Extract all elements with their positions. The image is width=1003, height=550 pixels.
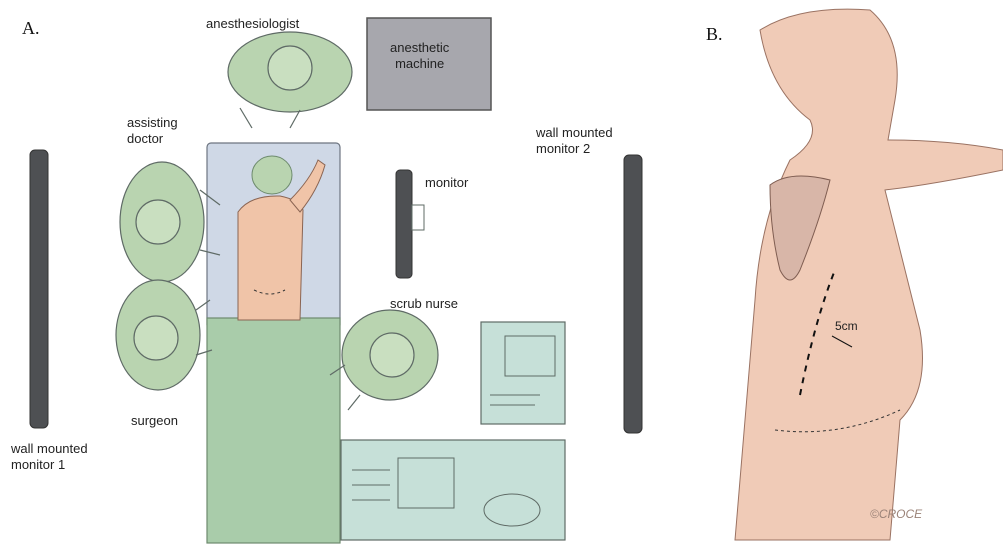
label-scrub-nurse: scrub nurse — [390, 296, 458, 312]
anesthetic-machine-line1: anesthetic — [390, 40, 449, 56]
assisting-doctor-figure — [120, 162, 220, 282]
label-anesthetic-machine: anesthetic machine — [390, 40, 449, 72]
surgeon-figure — [116, 280, 212, 390]
anesthetic-machine-line2: machine — [390, 56, 449, 72]
instrument-table-small — [481, 322, 565, 424]
label-monitor: monitor — [425, 175, 468, 191]
label-anesthesiologist: anesthesiologist — [206, 16, 299, 32]
assisting-doctor-line1: assisting — [127, 115, 178, 131]
patient-lateral-illustration — [735, 9, 1003, 540]
wall-monitor-2-line2: monitor 2 — [536, 141, 613, 157]
label-wall-monitor-1: wall mounted monitor 1 — [11, 441, 88, 473]
wall-monitor-2-line1: wall mounted — [536, 125, 613, 141]
wall-monitor-1-line1: wall mounted — [11, 441, 88, 457]
measurement-label: 5cm — [835, 318, 858, 334]
label-surgeon: surgeon — [131, 413, 178, 429]
label-wall-monitor-2: wall mounted monitor 2 — [536, 125, 613, 157]
artist-signature: ©CROCE — [870, 506, 922, 522]
scrub-nurse-figure — [330, 310, 438, 410]
panel-b-letter: B. — [706, 24, 723, 45]
surgical-drape — [207, 318, 340, 543]
wall-monitor-1-line2: monitor 1 — [11, 457, 88, 473]
assisting-doctor-line2: doctor — [127, 131, 178, 147]
monitor — [396, 170, 412, 278]
wall-monitor-1 — [30, 150, 48, 428]
wall-monitor-2 — [624, 155, 642, 433]
label-assisting-doctor: assisting doctor — [127, 115, 178, 147]
anesthesiologist-figure — [228, 32, 352, 128]
instrument-table-large — [341, 440, 565, 540]
